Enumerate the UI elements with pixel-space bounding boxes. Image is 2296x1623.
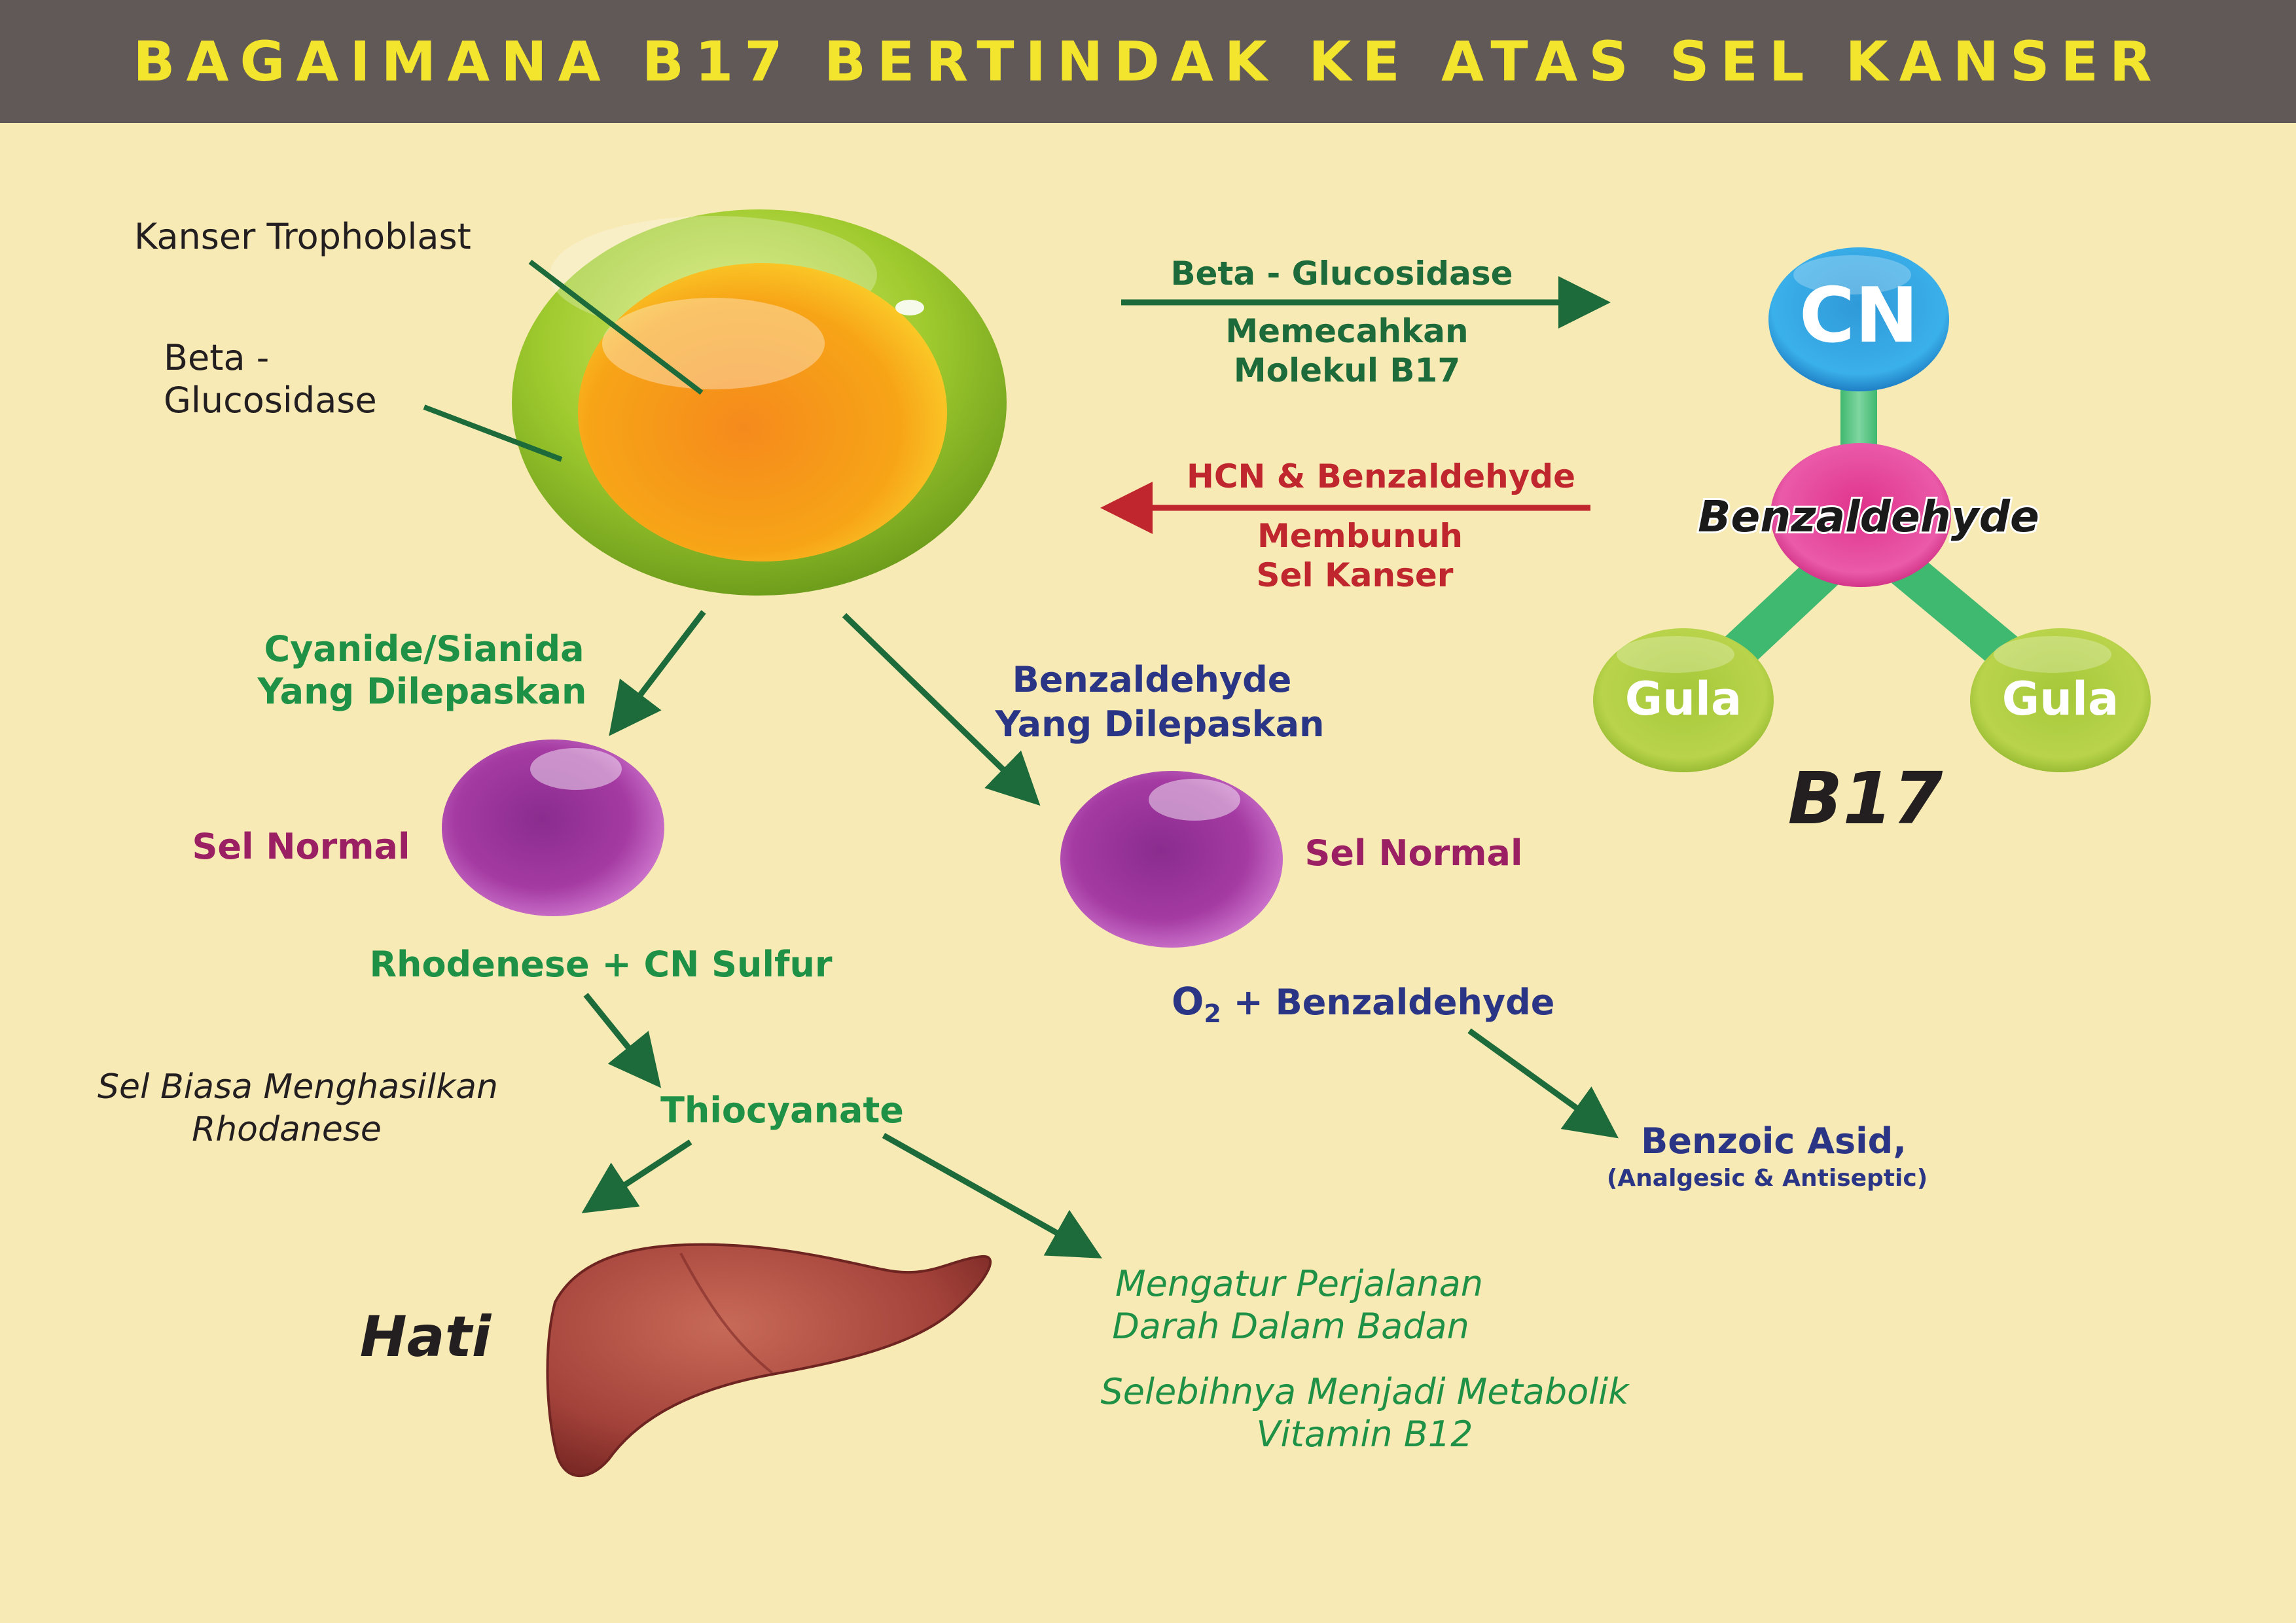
benzoic-acid-label: Benzoic Asid, <box>1641 1120 1907 1162</box>
arrow-benzaldehyde-release <box>842 613 1041 806</box>
arrow-to-b17-bottom-line2: Molekul B17 <box>1234 351 1460 389</box>
bond-right-sugar <box>1885 547 2029 677</box>
effect-line1: Mengatur Perjalanan <box>1115 1263 1483 1304</box>
effect-line2: Darah Dalam Badan <box>1112 1306 1469 1347</box>
oxygen-subscript: 2 <box>1204 999 1221 1028</box>
right-sugar-label: Gula <box>2002 672 2119 726</box>
right-normal-cell-body <box>1060 771 1283 948</box>
rhodanese-reaction: Rhodenese + CN Sulfur <box>369 944 832 985</box>
cancer-cell-nucleus <box>578 263 947 562</box>
liver-illustration <box>546 1243 992 1477</box>
arrow-cyanide-release <box>609 610 706 736</box>
rhodanese-note-line2: Rhodanese <box>192 1110 382 1149</box>
cancer-cell-highlight <box>895 300 924 315</box>
enzyme-label-line1: Beta - <box>164 337 269 378</box>
effect-line4: Vitamin B12 <box>1257 1414 1473 1455</box>
right-normal-cell-shine <box>1149 779 1240 821</box>
b17-molecule: CN Benzaldehyde Gula Gula B17 <box>1593 247 2151 840</box>
benzoic-acid-note: (Analgesic & Antiseptic) <box>1607 1165 1928 1192</box>
left-normal-cell-body <box>442 740 664 916</box>
cancer-cell <box>512 209 1007 596</box>
trophoblast-label: Kanser Trophoblast <box>134 216 471 257</box>
left-normal-cell-label: Sel Normal <box>192 826 410 867</box>
page-title: BAGAIMANA B17 BERTINDAK KE ATAS SEL KANS… <box>133 29 2163 94</box>
enzyme-label-line2: Glucosidase <box>164 380 377 421</box>
benzaldehyde-atom-label: Benzaldehyde <box>1698 491 2039 542</box>
effect-line3: Selebihnya Menjadi Metabolik <box>1101 1371 1631 1412</box>
arrow-to-effects <box>882 1133 1102 1258</box>
arrow-to-cancer-bottom-line2: Sel Kanser <box>1257 556 1454 594</box>
bond-left-sugar <box>1714 548 1846 675</box>
left-sugar-label: Gula <box>1625 672 1742 726</box>
trophoblast-pointer <box>528 259 704 395</box>
oxygen-reaction-rest: + Benzaldehyde <box>1221 982 1555 1023</box>
cyanide-released-line2: Yang Dilepaskan <box>257 671 587 712</box>
left-sugar-atom <box>1593 628 1774 772</box>
cyanide-released-line1: Cyanide/Sianida <box>264 628 584 669</box>
arrow-to-liver <box>581 1139 692 1213</box>
arrow-to-b17-top-label: Beta - Glucosidase <box>1170 255 1513 293</box>
molecule-name: B17 <box>1788 757 1943 840</box>
rhodanese-note-line1: Sel Biasa Menghasilkan <box>98 1067 498 1107</box>
benzaldehyde-released-line1: Benzaldehyde <box>1013 659 1292 700</box>
oxygen-reaction: O2 + Benzaldehyde <box>1172 979 1554 1028</box>
cancer-cell-nucleus-shine <box>602 298 825 389</box>
arrow-to-benzoic <box>1467 1028 1619 1139</box>
benzaldehyde-atom <box>1770 443 1951 587</box>
right-normal-cell-label: Sel Normal <box>1305 832 1523 874</box>
liver-lobe-line <box>679 1253 774 1374</box>
arrow-to-b17-bottom-line1: Memecahkan <box>1225 312 1468 350</box>
arrow-to-cancer-bottom-line1: Membunuh <box>1257 517 1463 555</box>
right-sugar-shine <box>1994 636 2111 673</box>
cn-atom-shine <box>1793 255 1911 294</box>
title-banner <box>0 0 2296 123</box>
left-sugar-shine <box>1617 636 1734 673</box>
liver-label: Hati <box>360 1304 492 1370</box>
arrow-to-cancer-top-label: HCN & Benzaldehyde <box>1187 457 1575 495</box>
cn-atom-label: CN <box>1799 272 1918 360</box>
left-normal-cell-shine <box>530 748 622 790</box>
cn-atom <box>1768 247 1949 391</box>
right-sugar-atom <box>1970 628 2151 772</box>
right-normal-cell <box>1060 771 1283 948</box>
thiocyanate-label: Thiocyanate <box>660 1090 904 1131</box>
left-normal-cell <box>442 740 664 916</box>
oxygen-symbol: O <box>1172 979 1204 1024</box>
liver-shape <box>546 1243 992 1477</box>
benzaldehyde-released-line2: Yang Dilepaskan <box>995 704 1325 745</box>
enzyme-pointer <box>423 404 563 462</box>
arrow-to-thiocyanate <box>583 993 662 1088</box>
